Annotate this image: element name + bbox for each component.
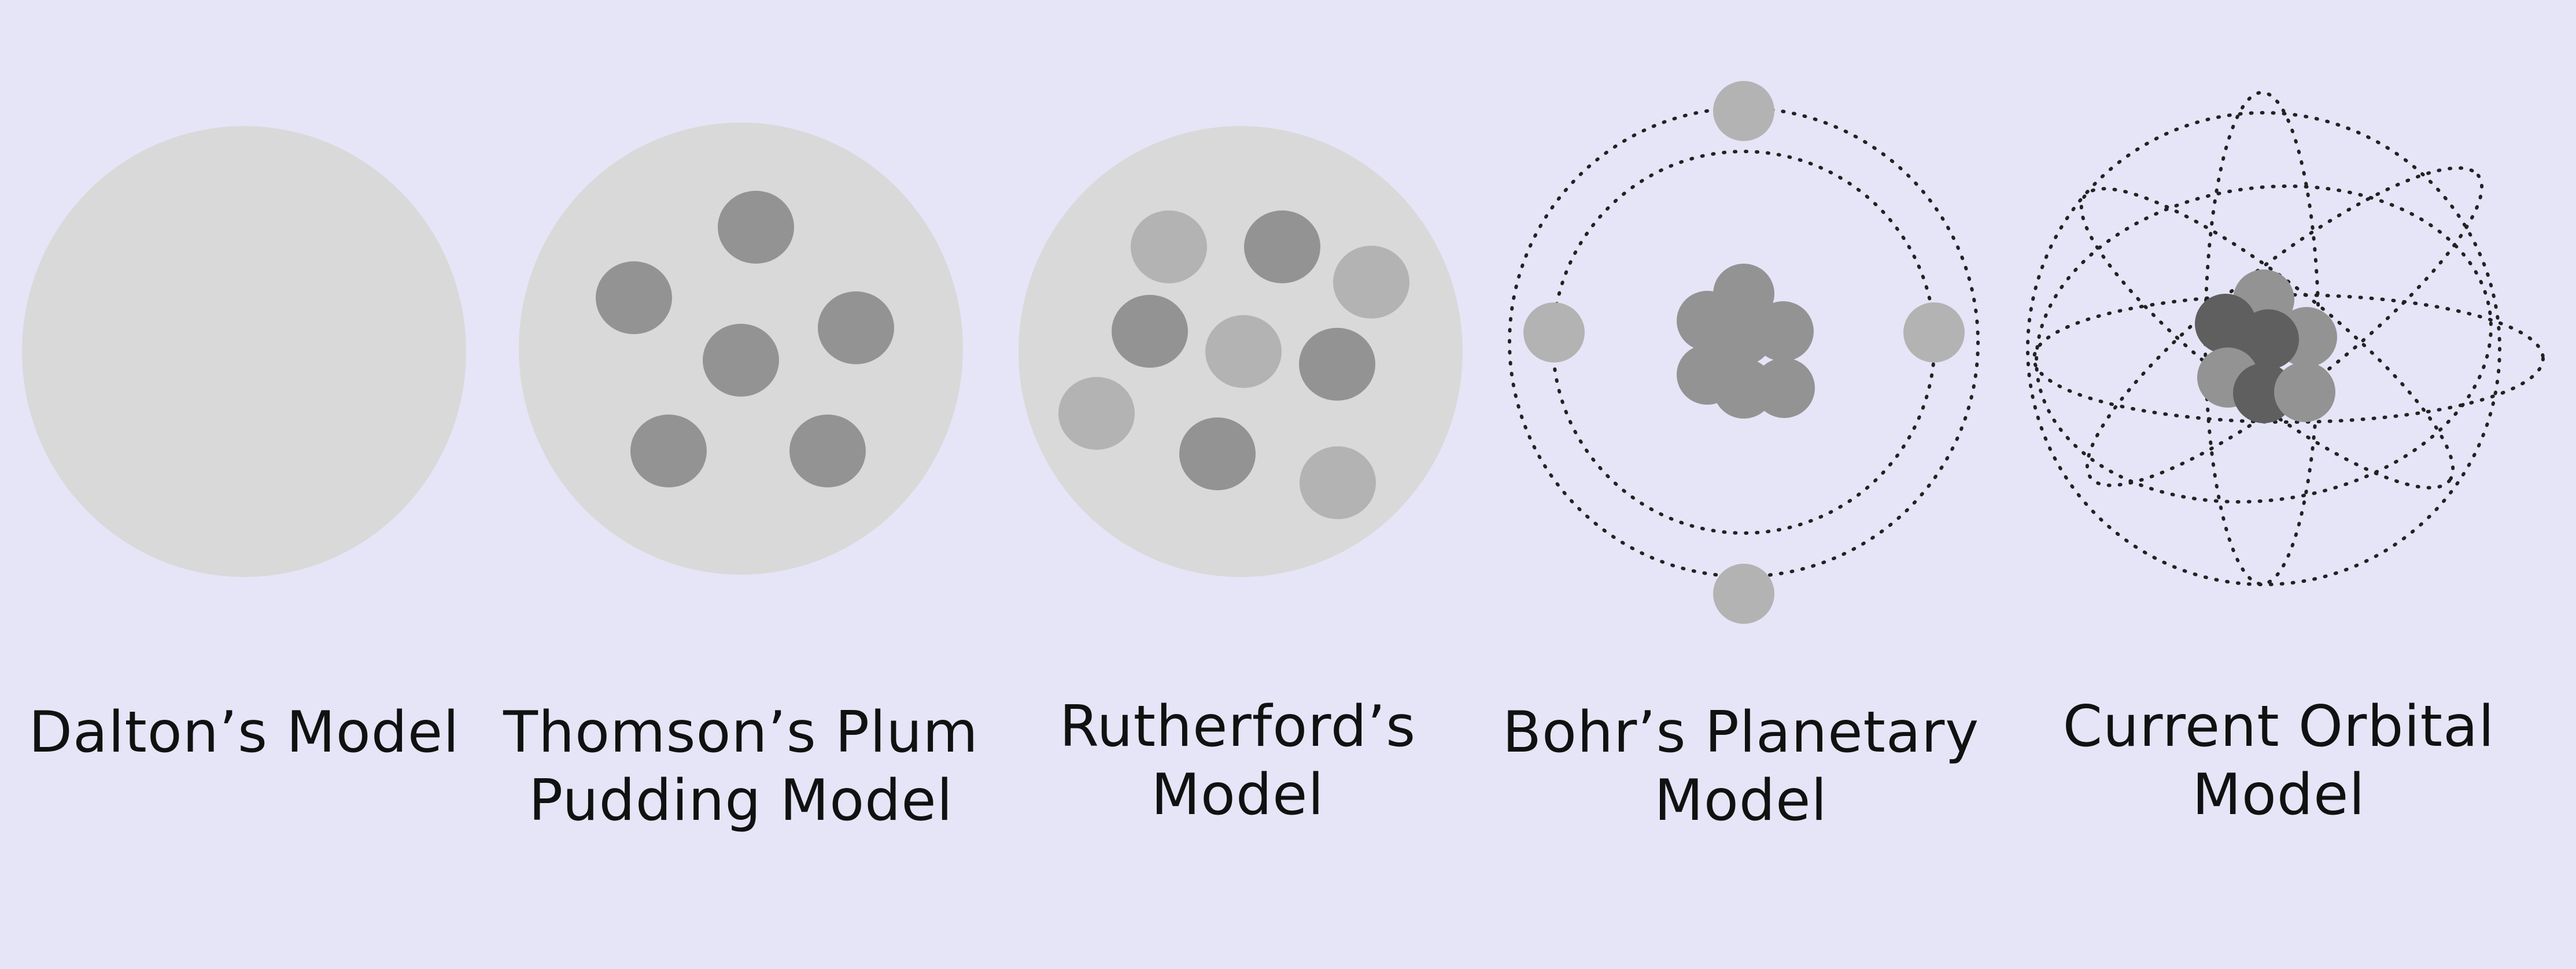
bohr-nucleon	[1712, 305, 1773, 365]
dalton-caption: Dalton’s Model	[0, 698, 499, 767]
bohr-outer-orbit	[1508, 106, 1980, 578]
orbital-tilted-ring	[2035, 184, 2493, 504]
thomson-electron	[718, 191, 794, 264]
thomson-caption: Thomson’s Plum Pudding Model	[486, 698, 995, 835]
orbital-nucleus	[2195, 269, 2337, 423]
orbital-nucleon	[2238, 309, 2299, 369]
rutherford-particle	[1112, 295, 1188, 368]
caption-line: Dalton’s Model	[28, 700, 460, 765]
rutherford-particle	[1131, 210, 1207, 283]
orbital-diagonal-lobe	[2079, 187, 2455, 490]
bohr-nucleus	[1677, 264, 1815, 419]
caption-line: Model	[2192, 762, 2365, 828]
bohr-model	[1508, 81, 1980, 624]
orbital-horizontal-lobe	[2032, 293, 2545, 424]
caption-line: Rutherford’s	[1059, 694, 1416, 760]
thomson-model	[519, 123, 963, 575]
caption-line: Model	[1654, 768, 1828, 834]
caption-line: Bohr’s Planetary	[1502, 700, 1980, 765]
orbital-caption: Current Orbital Model	[2024, 693, 2533, 829]
bohr-nucleon	[1713, 358, 1774, 419]
dalton-model	[22, 126, 466, 577]
rutherford-particle	[1058, 377, 1135, 450]
rutherford-particle	[1333, 246, 1409, 319]
caption-line: Model	[1151, 762, 1324, 828]
bohr-electron	[1713, 564, 1774, 624]
rutherford-particle	[1299, 328, 1375, 401]
caption-line: Thomson’s Plum	[503, 700, 979, 765]
rutherford-model	[1018, 126, 1463, 577]
orbital-nucleon	[2274, 362, 2335, 422]
thomson-electron	[818, 291, 894, 364]
orbital-sphere-outline	[2026, 111, 2501, 586]
bohr-electron	[1713, 81, 1774, 141]
caption-line: Current Orbital	[2062, 694, 2495, 760]
rutherford-particle	[1205, 315, 1282, 388]
bohr-electron	[1523, 302, 1585, 363]
rutherford-particle	[1300, 446, 1376, 519]
bohr-caption: Bohr’s Planetary Model	[1486, 698, 1995, 835]
rutherford-particle	[1179, 417, 1256, 490]
caption-line: Pudding Model	[529, 768, 953, 834]
thomson-electron	[630, 415, 707, 487]
dalton-solid-sphere	[22, 126, 466, 577]
thomson-electron	[789, 415, 866, 487]
rutherford-particle	[1244, 210, 1320, 283]
bohr-electron	[1903, 302, 1965, 363]
thomson-electron	[596, 261, 672, 334]
rutherford-caption: Rutherford’s Model	[983, 693, 1492, 829]
orbital-model	[2026, 91, 2545, 586]
thomson-electron	[703, 324, 779, 397]
